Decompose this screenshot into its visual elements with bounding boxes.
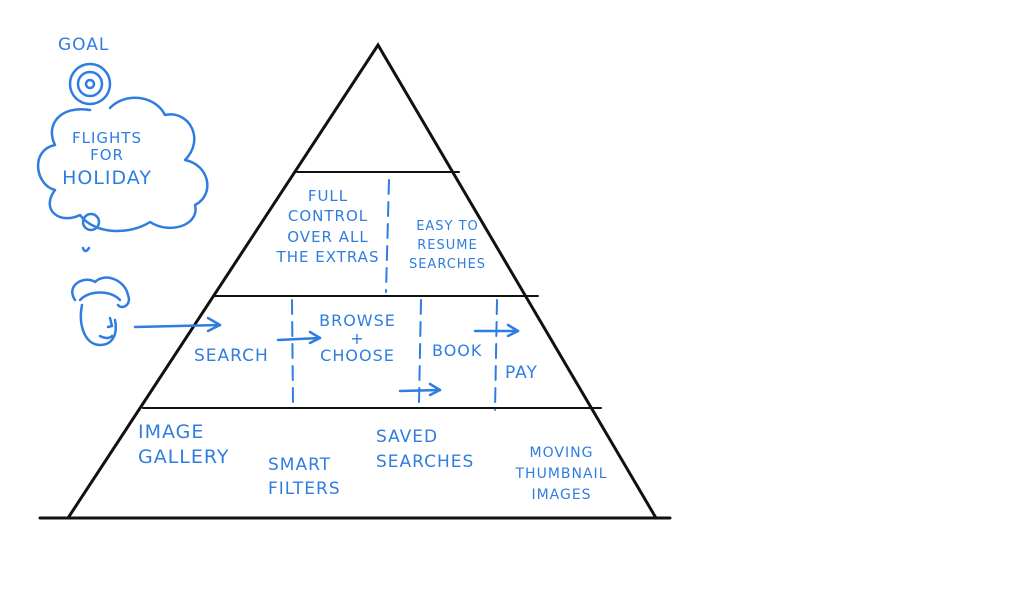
cell-line: SEARCHES xyxy=(408,256,487,272)
thought-line: HOLIDAY xyxy=(62,166,152,189)
cell-line: RESUME xyxy=(417,237,478,253)
arrow-icon xyxy=(133,316,222,333)
arrow-icon xyxy=(473,323,520,338)
thought-line: FOR xyxy=(90,146,124,165)
feature-saved-searches: SAVED SEARCHES xyxy=(376,427,475,472)
cell-line: CONTROL xyxy=(287,207,369,226)
dashed-divider xyxy=(494,299,498,411)
cell-line: EASY TO xyxy=(416,219,479,234)
person-head-icon xyxy=(71,276,131,347)
cell-line: FULL xyxy=(307,187,349,205)
feature-smart-filters: SMART FILTERS xyxy=(268,455,341,499)
step-search: SEARCH xyxy=(194,346,269,366)
dashed-divider xyxy=(291,299,294,405)
goal-label: GOAL xyxy=(58,35,110,55)
thought-line: FLIGHTS xyxy=(72,129,142,147)
feature-image-gallery: IMAGE GALLERY xyxy=(138,421,230,468)
dashed-divider xyxy=(385,179,390,293)
step-pay: PAY xyxy=(505,363,538,383)
top-left-cell: FULL CONTROL OVER ALL THE EXTRAS xyxy=(268,186,388,267)
dashed-divider xyxy=(418,299,422,403)
thought-bubble-icon xyxy=(81,212,101,232)
arrow-icon xyxy=(398,382,442,397)
feature-moving-thumbnails: MOVING THUMBNAIL IMAGES xyxy=(515,445,608,503)
target-icon xyxy=(68,62,112,106)
cell-line: OVER ALL xyxy=(287,227,369,246)
pyramid-outline xyxy=(66,42,658,520)
step-browse-choose: BROWSE + CHOOSE xyxy=(319,311,396,366)
top-right-cell: EASY TO RESUME SEARCHES xyxy=(390,218,505,275)
thought-text: FLIGHTS FOR HOLIDAY xyxy=(62,129,152,189)
arrow-icon xyxy=(276,330,322,345)
step-book: BOOK xyxy=(432,341,483,360)
cell-line: THE EXTRAS xyxy=(276,247,380,266)
thought-dot-icon xyxy=(81,246,91,253)
thought-cloud-icon xyxy=(36,96,209,233)
